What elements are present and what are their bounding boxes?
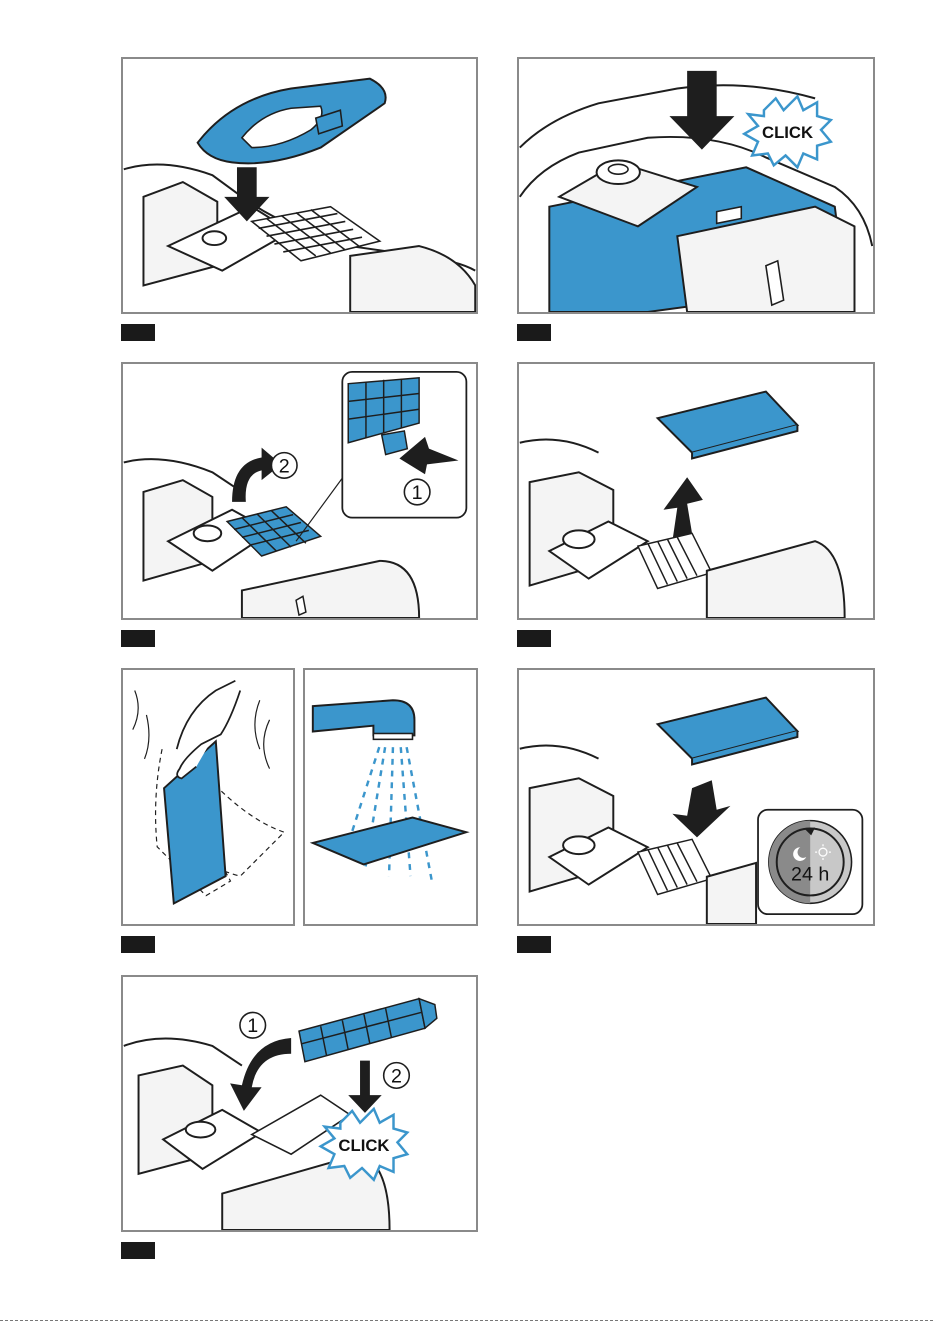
step-tab-1 <box>121 324 155 341</box>
step-tab-6 <box>517 936 551 953</box>
dry-time-label: 24 h <box>791 864 829 886</box>
illustration-filter-reinsert: 1 2 CLICK <box>123 977 476 1230</box>
illustration-rinse-filter <box>305 670 476 924</box>
step-tab-2 <box>517 324 551 341</box>
click-burst-icon: CLICK <box>744 96 831 167</box>
detail-inset: 1 <box>342 372 466 518</box>
step-panel-7: 1 2 CLICK <box>121 975 478 1232</box>
step-panel-1 <box>121 57 478 314</box>
step-tab-5 <box>121 936 155 953</box>
up-arrow-icon <box>664 477 703 541</box>
illustration-cover-click: CLICK <box>519 59 873 312</box>
step-panel-6: 24 h <box>517 668 875 926</box>
illustration-foam-removal <box>519 364 873 618</box>
dry-time-badge: 24 h <box>758 810 862 914</box>
down-arrow-icon <box>348 1061 381 1113</box>
step-number-2: 2 <box>391 1065 402 1087</box>
illustration-filter-removal: 2 1 <box>123 364 476 618</box>
curved-arrow-icon <box>230 1038 291 1111</box>
step-panel-5-shake <box>121 668 295 926</box>
illustration-shake-filter <box>123 670 293 924</box>
water-tap-icon <box>313 700 415 739</box>
curved-arrow-icon <box>232 448 281 502</box>
click-label: CLICK <box>338 1136 389 1155</box>
step-number-2: 2 <box>279 455 290 477</box>
illustration-foam-insert: 24 h <box>519 670 873 924</box>
step-number-1: 1 <box>247 1015 258 1037</box>
illustration-cover-placement <box>123 59 476 312</box>
step-tab-7 <box>121 1242 155 1259</box>
step-panel-2: CLICK <box>517 57 875 314</box>
step-panel-3: 2 1 <box>121 362 478 620</box>
step-panel-4 <box>517 362 875 620</box>
step-number-1: 1 <box>412 482 423 504</box>
down-arrow-icon <box>672 780 730 837</box>
step-panel-5-rinse <box>303 668 478 926</box>
step-tab-3 <box>121 630 155 647</box>
step-tab-4 <box>517 630 551 647</box>
click-label: CLICK <box>762 123 813 142</box>
page-cut-line <box>0 1320 933 1321</box>
